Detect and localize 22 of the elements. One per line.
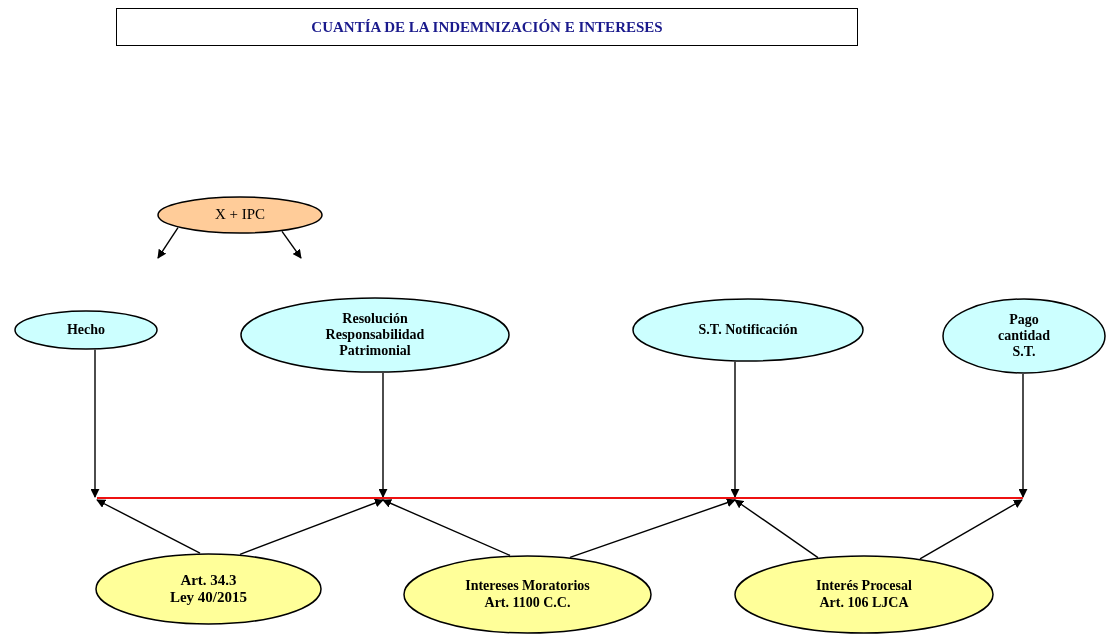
arrow (157, 226, 179, 259)
arrow (90, 349, 100, 498)
node-label: Hecho (66, 321, 106, 339)
node-label: Interés Procesal Art. 106 LJCA (815, 578, 913, 611)
arrow (730, 361, 740, 498)
arrow (239, 498, 384, 556)
node-label: Pago cantidad S.T. (996, 311, 1052, 361)
timeline-bar (97, 497, 1023, 499)
arrow (1018, 373, 1028, 498)
arrow (919, 499, 1023, 560)
arrow (569, 498, 736, 559)
arrow (281, 230, 302, 259)
node-label: Intereses Moratorios Art. 1100 C.C. (464, 578, 591, 611)
arrow (96, 499, 201, 554)
arrow (734, 499, 819, 559)
title-box: CUANTÍA DE LA INDEMNIZACIÓN E INTERESES (116, 8, 858, 46)
node-label: X + IPC (214, 206, 266, 224)
arrow (378, 372, 388, 498)
node-label: S.T. Notificación (698, 321, 798, 339)
node-label: Resolución Responsabilidad Patrimonial (324, 310, 426, 360)
node-label: Art. 34.3 Ley 40/2015 (168, 571, 249, 607)
arrow (382, 499, 511, 557)
